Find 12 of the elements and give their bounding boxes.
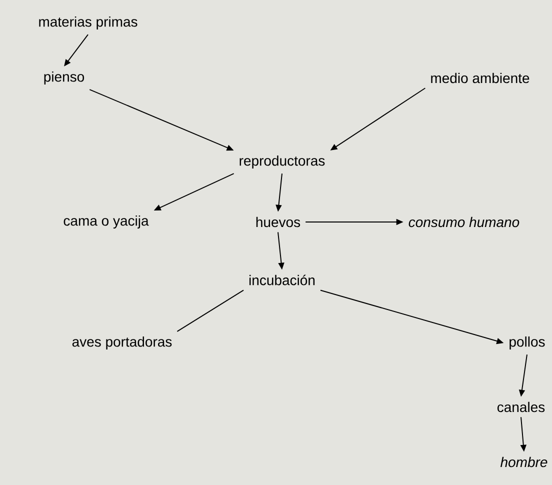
flow-label: cama o yacija (64, 215, 149, 229)
flow-label: pienso (44, 71, 84, 85)
flow-label: pollos (510, 336, 545, 350)
flow-label: incubación (249, 274, 315, 286)
flow-label: huevos (256, 216, 300, 228)
flow-label: consumo humano (408, 216, 520, 228)
flow-label: medio ambiente (431, 72, 530, 84)
flow-label: hombre (500, 456, 548, 468)
flow-label: reproductoras (240, 155, 325, 169)
flow-label: aves portadoras (72, 336, 172, 350)
flow-label: canales (497, 402, 545, 412)
flow-label: materias primas (39, 16, 138, 30)
